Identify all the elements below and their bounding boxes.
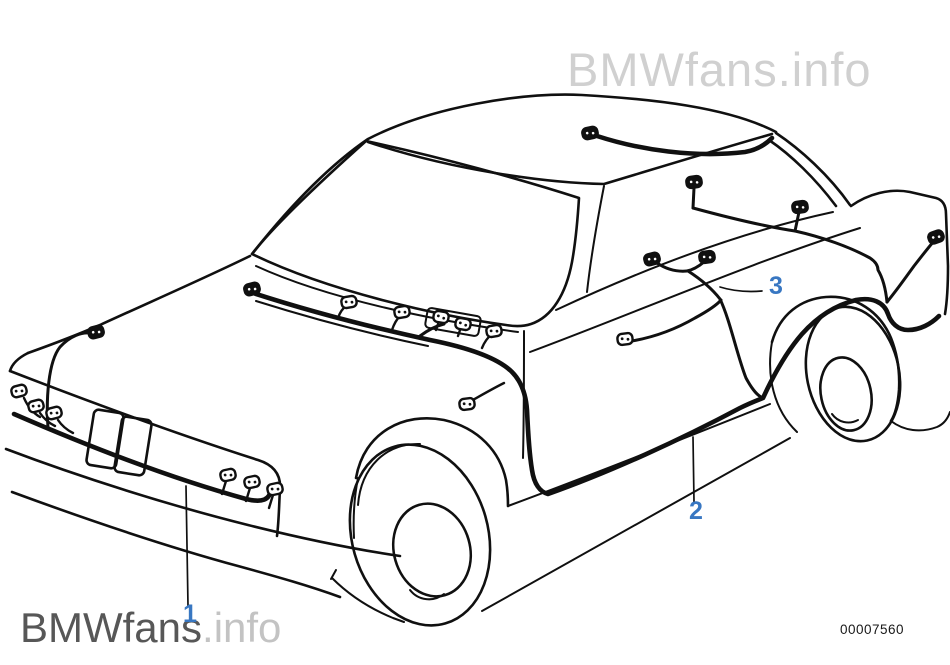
watermark-bottom-primary: BMWfans <box>20 604 203 651</box>
connector-icon <box>339 294 359 310</box>
connector-icon <box>684 174 704 190</box>
connectors <box>9 124 947 498</box>
leader-line-2 <box>692 436 695 503</box>
connector-icon <box>9 382 29 400</box>
main-body-harness <box>247 289 942 497</box>
front-wheel <box>348 442 492 627</box>
roof-harness <box>594 133 775 157</box>
cabin-rear-harness <box>630 186 936 400</box>
watermark-bottom-secondary: .info <box>202 604 282 651</box>
front-bumper-harness <box>11 331 275 510</box>
connector-icon <box>265 480 285 498</box>
connector-icon <box>392 304 412 320</box>
leader-line-3 <box>719 286 763 293</box>
image-number: 00007560 <box>840 622 905 637</box>
callout-1[interactable]: 1 <box>183 600 197 628</box>
connector-icon <box>457 396 477 412</box>
leader-lines <box>185 286 763 607</box>
kidney-grille <box>85 408 153 477</box>
leader-line-1 <box>185 485 189 607</box>
connector-icon <box>44 404 64 422</box>
connector-icon <box>218 466 238 484</box>
rear-wheel <box>804 305 902 443</box>
connector-icon <box>615 331 635 347</box>
connector-icon <box>484 323 504 339</box>
connector-icon <box>26 397 46 415</box>
connector-icon <box>431 309 451 325</box>
callout-2[interactable]: 2 <box>689 497 703 525</box>
callout-3[interactable]: 3 <box>769 272 783 300</box>
connector-icon <box>85 323 107 341</box>
watermark-top: BMWfans.info <box>567 43 872 96</box>
connector-icon <box>697 249 717 265</box>
connector-icon <box>580 124 600 142</box>
connector-icon <box>453 316 473 332</box>
connector-icon <box>790 199 810 215</box>
connector-icon <box>925 227 947 247</box>
car-body-outline <box>4 93 950 623</box>
connector-icon <box>242 473 262 491</box>
watermark-bottom: BMWfans.info <box>20 604 281 652</box>
